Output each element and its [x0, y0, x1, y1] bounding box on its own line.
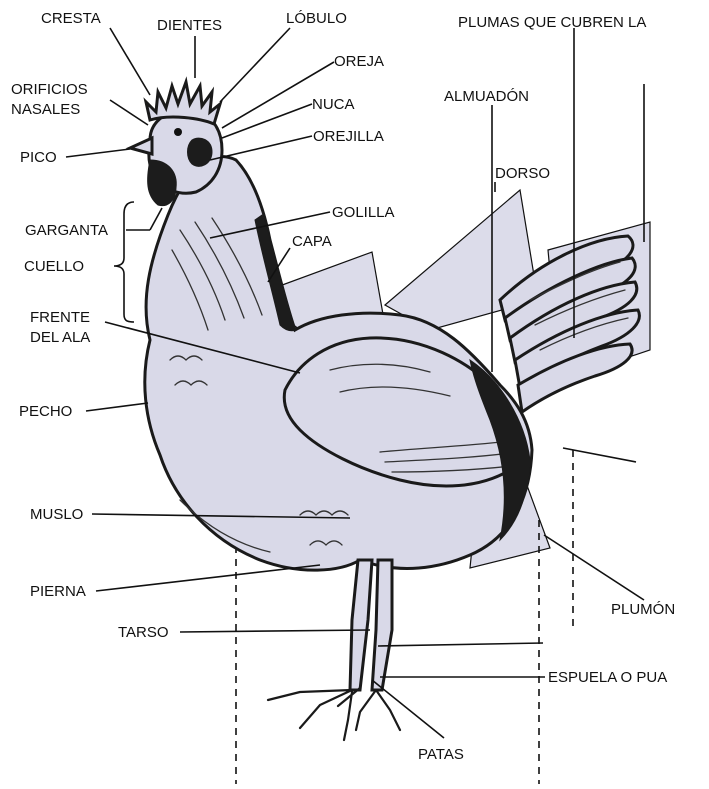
label-dientes: DIENTES — [157, 17, 222, 34]
label-lobulo: LÓBULO — [286, 10, 347, 27]
toes — [268, 688, 400, 740]
label-plumas-cubren: PLUMAS QUE CUBREN LA — [458, 14, 646, 31]
label-muslo: MUSLO — [30, 506, 83, 523]
cuello-bracket — [114, 202, 134, 322]
label-cuello: CUELLO — [24, 258, 84, 275]
label-oreja: OREJA — [334, 53, 384, 70]
label-espuela: ESPUELA O PUA — [548, 669, 667, 686]
label-patas: PATAS — [418, 746, 464, 763]
label-pierna: PIERNA — [30, 583, 86, 600]
comb — [146, 82, 220, 124]
label-plumon: PLUMÓN — [611, 601, 675, 618]
label-tarso: TARSO — [118, 624, 169, 641]
earlobe-dark — [188, 138, 213, 166]
label-pecho: PECHO — [19, 403, 72, 420]
beak — [130, 138, 152, 154]
label-pico: PICO — [20, 149, 57, 166]
leg-right — [372, 560, 392, 690]
label-orificios-2: NASALES — [11, 101, 80, 118]
label-almuadon: ALMUADÓN — [444, 88, 529, 105]
label-orificios-1: ORIFICIOS — [11, 81, 88, 98]
label-garganta: GARGANTA — [25, 222, 108, 239]
label-orejilla: OREJILLA — [313, 128, 384, 145]
label-golilla: GOLILLA — [332, 204, 395, 221]
label-cresta: CRESTA — [41, 10, 101, 27]
label-dorso: DORSO — [495, 165, 550, 182]
label-capa: CAPA — [292, 233, 332, 250]
leg-left — [350, 560, 372, 690]
label-nuca: NUCA — [312, 96, 355, 113]
chicken-illustration — [130, 82, 639, 740]
eye — [174, 128, 182, 136]
label-frente-1: FRENTE — [30, 309, 90, 326]
label-frente-2: DEL ALA — [30, 329, 90, 346]
